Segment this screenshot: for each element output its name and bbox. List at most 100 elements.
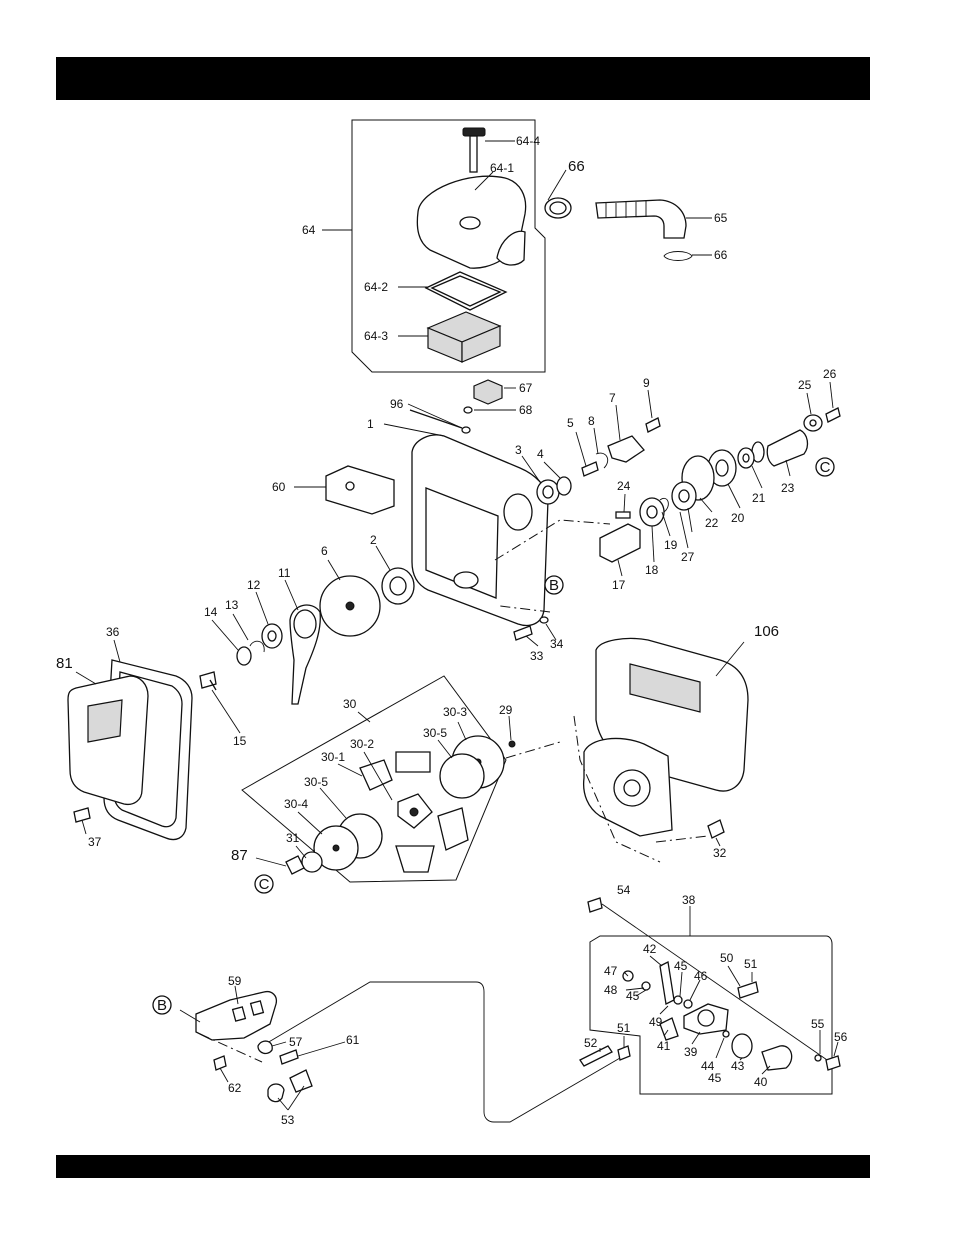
label-27: 27 [681,550,695,564]
label-30-4: 30-4 [284,797,308,811]
wing-nut-part [463,128,485,172]
engine-group [574,638,748,862]
label-57: 57 [289,1035,303,1049]
label-30-5-upper: 30-5 [423,726,447,740]
gear-shaft-40 [762,1046,792,1070]
label-12: 12 [247,578,261,592]
label-87: 87 [231,847,248,864]
label-14: 14 [204,605,218,619]
hose-clamp-lower [664,252,692,261]
cover-group [68,640,192,840]
label-66-bottom: 66 [714,248,728,262]
label-39: 39 [684,1045,698,1059]
label-59: 59 [228,974,242,988]
label-64-4: 64-4 [516,134,540,148]
callout-B2: B [153,996,171,1014]
label-64: 64 [302,223,316,237]
label-45-c: 45 [708,1071,722,1085]
label-64-1: 64-1 [490,161,514,175]
label-47: 47 [604,964,618,978]
label-48: 48 [604,983,618,997]
svg-text:B: B [157,997,167,1014]
label-65: 65 [714,211,728,225]
label-30-5-lower: 30-5 [304,775,328,789]
svg-text:B: B [549,577,559,594]
label-68: 68 [519,403,533,417]
drive-shaft-17 [600,524,640,562]
spring-53 [268,1084,284,1102]
label-81: 81 [56,655,73,672]
label-5: 5 [567,416,574,430]
label-30: 30 [343,697,357,711]
label-60: 60 [272,480,286,494]
label-51-upper: 51 [744,957,758,971]
side-cover-81 [68,676,148,804]
label-55: 55 [811,1017,825,1031]
label-38: 38 [682,893,696,907]
label-6: 6 [321,544,328,558]
label-24: 24 [617,479,631,493]
bracket-7 [608,436,644,462]
label-26: 26 [823,367,837,381]
label-45-a: 45 [674,959,688,973]
label-9: 9 [643,376,650,390]
label-53: 53 [281,1113,295,1127]
label-106: 106 [754,623,779,640]
label-51-lower: 51 [617,1021,631,1035]
label-45-b: 45 [626,989,640,1003]
label-30-2: 30-2 [350,737,374,751]
label-33: 33 [530,649,544,663]
air-filter-element [428,312,500,362]
label-96: 96 [390,397,404,411]
label-40: 40 [754,1075,768,1089]
label-66-top: 66 [568,158,585,175]
label-19: 19 [664,538,678,552]
label-11: 11 [278,566,291,580]
svg-text:C: C [259,876,270,893]
label-22: 22 [705,516,719,530]
cable-group [180,982,630,1122]
label-17: 17 [612,578,626,592]
label-29: 29 [499,703,513,717]
label-49: 49 [649,1015,663,1029]
label-61: 61 [346,1033,360,1047]
cable-end-57 [258,1041,272,1053]
throttle-cable [262,982,620,1122]
label-46: 46 [694,969,708,983]
label-7: 7 [609,391,616,405]
callout-C2: C [255,875,273,893]
label-30-3: 30-3 [443,705,467,719]
label-20: 20 [731,511,745,525]
label-37: 37 [88,835,102,849]
intake-hose [596,200,686,238]
label-34: 34 [550,637,564,651]
label-31: 31 [286,831,300,845]
label-30-1: 30-1 [321,750,345,764]
label-32: 32 [713,846,727,860]
label-13: 13 [225,598,239,612]
label-41: 41 [657,1039,671,1053]
label-3: 3 [515,443,522,457]
label-2: 2 [370,533,377,547]
label-54: 54 [617,883,631,897]
label-25: 25 [798,378,812,392]
label-4: 4 [537,447,544,461]
callout-B1: B [545,576,563,594]
label-52: 52 [584,1036,598,1050]
label-18: 18 [645,563,659,577]
label-42: 42 [643,942,657,956]
label-64-3: 64-3 [364,329,388,343]
output-shaft-23 [767,430,807,466]
label-15: 15 [233,734,247,748]
svg-text:C: C [820,459,831,476]
label-21: 21 [752,491,766,505]
label-1: 1 [367,417,374,431]
label-50: 50 [720,951,734,965]
label-64-2: 64-2 [364,280,388,294]
label-56: 56 [834,1030,848,1044]
label-36: 36 [106,625,120,639]
label-67: 67 [519,381,533,395]
label-8: 8 [588,414,595,428]
callout-C1: C [816,458,834,476]
